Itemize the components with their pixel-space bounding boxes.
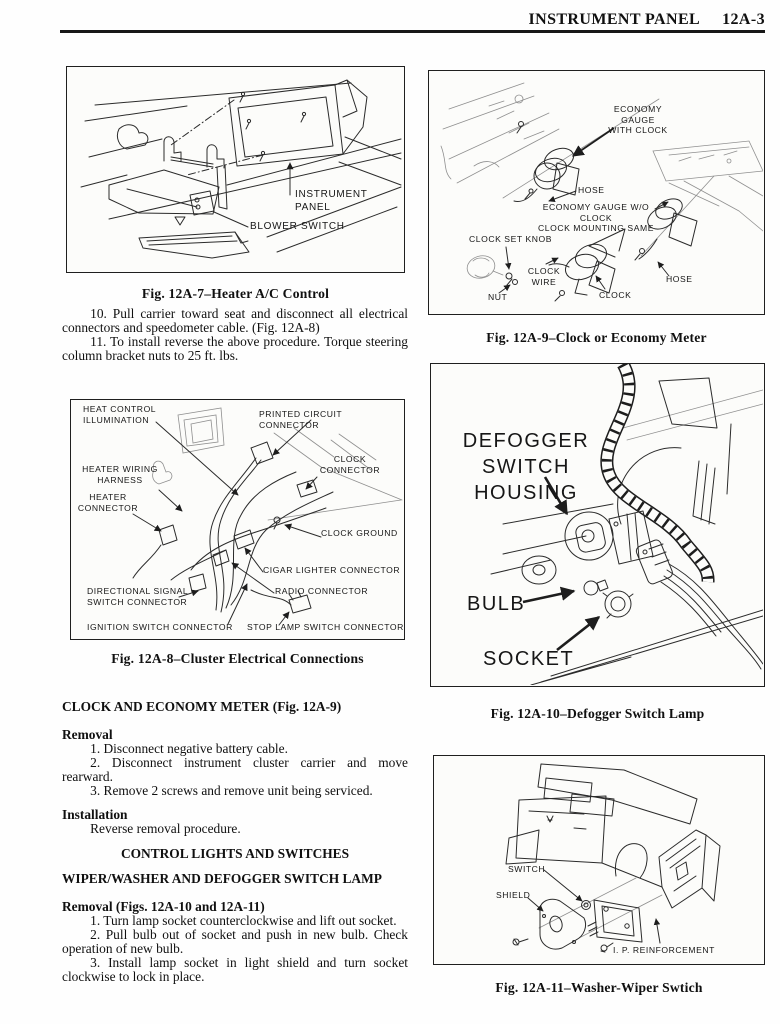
wiper-section-heading: WIPER/WASHER AND DEFOGGER SWITCH LAMP bbox=[62, 871, 382, 886]
clock-installation-heading: Installation bbox=[62, 807, 128, 822]
figure-label-clock-connector: CLOCK CONNECTOR bbox=[319, 454, 381, 475]
figure-12a10: DEFOGGER SWITCH HOUSING BULB SOCKET bbox=[430, 363, 765, 687]
control-lights-heading: CONTROL LIGHTS AND SWITCHES bbox=[120, 846, 350, 861]
figure-label-instrument-panel: INSTRUMENT PANEL bbox=[295, 189, 368, 213]
figure-label-hose-left: HOSE bbox=[578, 185, 605, 195]
figure-12a11-caption: Fig. 12A-11–Washer-Wiper Swtich bbox=[495, 980, 703, 995]
clock-removal-steps: 1. Disconnect negative battery cable. 2.… bbox=[62, 741, 408, 799]
figure-label-bulb: BULB bbox=[467, 593, 526, 615]
page-title: INSTRUMENT PANEL bbox=[528, 11, 701, 28]
figure-label-heater-connector: HEATER CONNECTOR bbox=[77, 492, 139, 513]
wiper-removal-steps: 1. Turn lamp socket counterclockwise and… bbox=[62, 913, 408, 985]
figure-12a8-drawing bbox=[132, 407, 403, 626]
figure-label-clock-wire: CLOCK WIRE bbox=[527, 266, 561, 287]
list-item: 3. Remove 2 screws and remove unit being… bbox=[90, 783, 373, 799]
figure-label-defogger-housing: DEFOGGER SWITCH HOUSING bbox=[462, 430, 590, 504]
figure-label-blower-switch: BLOWER SWITCH bbox=[250, 221, 345, 232]
clock-section-heading: CLOCK AND ECONOMY METER (Fig. 12A-9) bbox=[62, 699, 342, 714]
figure-label-ip-reinforcement: I. P. REINFORCEMENT bbox=[613, 945, 715, 955]
figure-label-printed-circuit: PRINTED CIRCUIT CONNECTOR bbox=[259, 409, 343, 430]
figure-label-cigar-lighter: CIGAR LIGHTER CONNECTOR bbox=[263, 565, 401, 575]
figure-12a7: INSTRUMENT PANEL BLOWER SWITCH bbox=[66, 66, 405, 273]
figure-label-economy-wo-clock: ECONOMY GAUGE W/O CLOCK CLOCK MOUNTING S… bbox=[538, 202, 654, 234]
list-item: 1. Disconnect negative battery cable. bbox=[90, 741, 288, 756]
header-rule bbox=[60, 30, 765, 33]
step-10: 10. Pull carrier toward seat and disconn… bbox=[62, 306, 408, 336]
figure-12a9: ECONOMY GAUGE WITH CLOCK HOSE ECONOMY GA… bbox=[428, 70, 765, 315]
figure-label-nut: NUT bbox=[488, 292, 508, 302]
step-11: 11. To install reverse the above procedu… bbox=[62, 334, 408, 364]
list-item: 1. Turn lamp socket counterclockwise and… bbox=[90, 913, 397, 928]
figure-label-hose-right: HOSE bbox=[666, 274, 693, 284]
figure-label-heat-control: HEAT CONTROL ILLUMINATION bbox=[83, 404, 157, 425]
figure-label-economy-with-clock: ECONOMY GAUGE WITH CLOCK bbox=[608, 104, 668, 136]
procedure-steps-10-11: 10. Pull carrier toward seat and disconn… bbox=[62, 306, 408, 364]
figure-label-shield: SHIELD bbox=[496, 890, 531, 900]
figure-label-ignition-switch: IGNITION SWITCH CONNECTOR bbox=[87, 622, 233, 632]
figure-12a11: SWITCH SHIELD I. P. REINFORCEMENT bbox=[433, 755, 765, 965]
page-header: INSTRUMENT PANEL 12A-3 bbox=[60, 11, 765, 29]
figure-label-directional-signal: DIRECTIONAL SIGNAL SWITCH CONNECTOR bbox=[87, 586, 189, 607]
figure-label-clock-ground: CLOCK GROUND bbox=[321, 528, 398, 538]
wiper-removal-heading: Removal (Figs. 12A-10 and 12A-11) bbox=[62, 899, 265, 914]
list-item: 3. Install lamp socket in light shield a… bbox=[62, 955, 408, 985]
figure-label-clock: CLOCK bbox=[599, 290, 632, 300]
figure-label-stop-lamp: STOP LAMP SWITCH CONNECTOR bbox=[247, 622, 404, 632]
figure-12a10-drawing bbox=[490, 364, 763, 685]
figure-label-socket: SOCKET bbox=[483, 648, 575, 670]
figure-12a7-drawing bbox=[80, 79, 402, 259]
figure-12a11-drawing bbox=[505, 763, 721, 953]
clock-installation-text: Reverse removal procedure. bbox=[90, 821, 241, 836]
list-item: 2. Disconnect instrument cluster carrier… bbox=[62, 755, 408, 785]
clock-removal-heading: Removal bbox=[62, 727, 113, 742]
figure-label-clock-set-knob: CLOCK SET KNOB bbox=[469, 234, 552, 244]
figure-12a8: HEAT CONTROL ILLUMINATION PRINTED CIRCUI… bbox=[70, 399, 405, 640]
figure-label-radio-connector: RADIO CONNECTOR bbox=[275, 586, 369, 596]
figure-12a9-caption: Fig. 12A-9–Clock or Economy Meter bbox=[486, 330, 707, 345]
figure-12a10-caption: Fig. 12A-10–Defogger Switch Lamp bbox=[490, 706, 705, 721]
figure-12a9-drawing bbox=[440, 82, 763, 302]
figure-12a7-caption: Fig. 12A-7–Heater A/C Control bbox=[141, 286, 330, 301]
figure-label-switch: SWITCH bbox=[508, 864, 546, 874]
page-number: 12A-3 bbox=[722, 11, 765, 28]
list-item: 2. Pull bulb out of socket and push in n… bbox=[62, 927, 408, 957]
figure-label-heater-wiring: HEATER WIRING HARNESS bbox=[82, 464, 158, 485]
figure-12a8-caption: Fig. 12A-8–Cluster Electrical Connection… bbox=[111, 651, 364, 666]
